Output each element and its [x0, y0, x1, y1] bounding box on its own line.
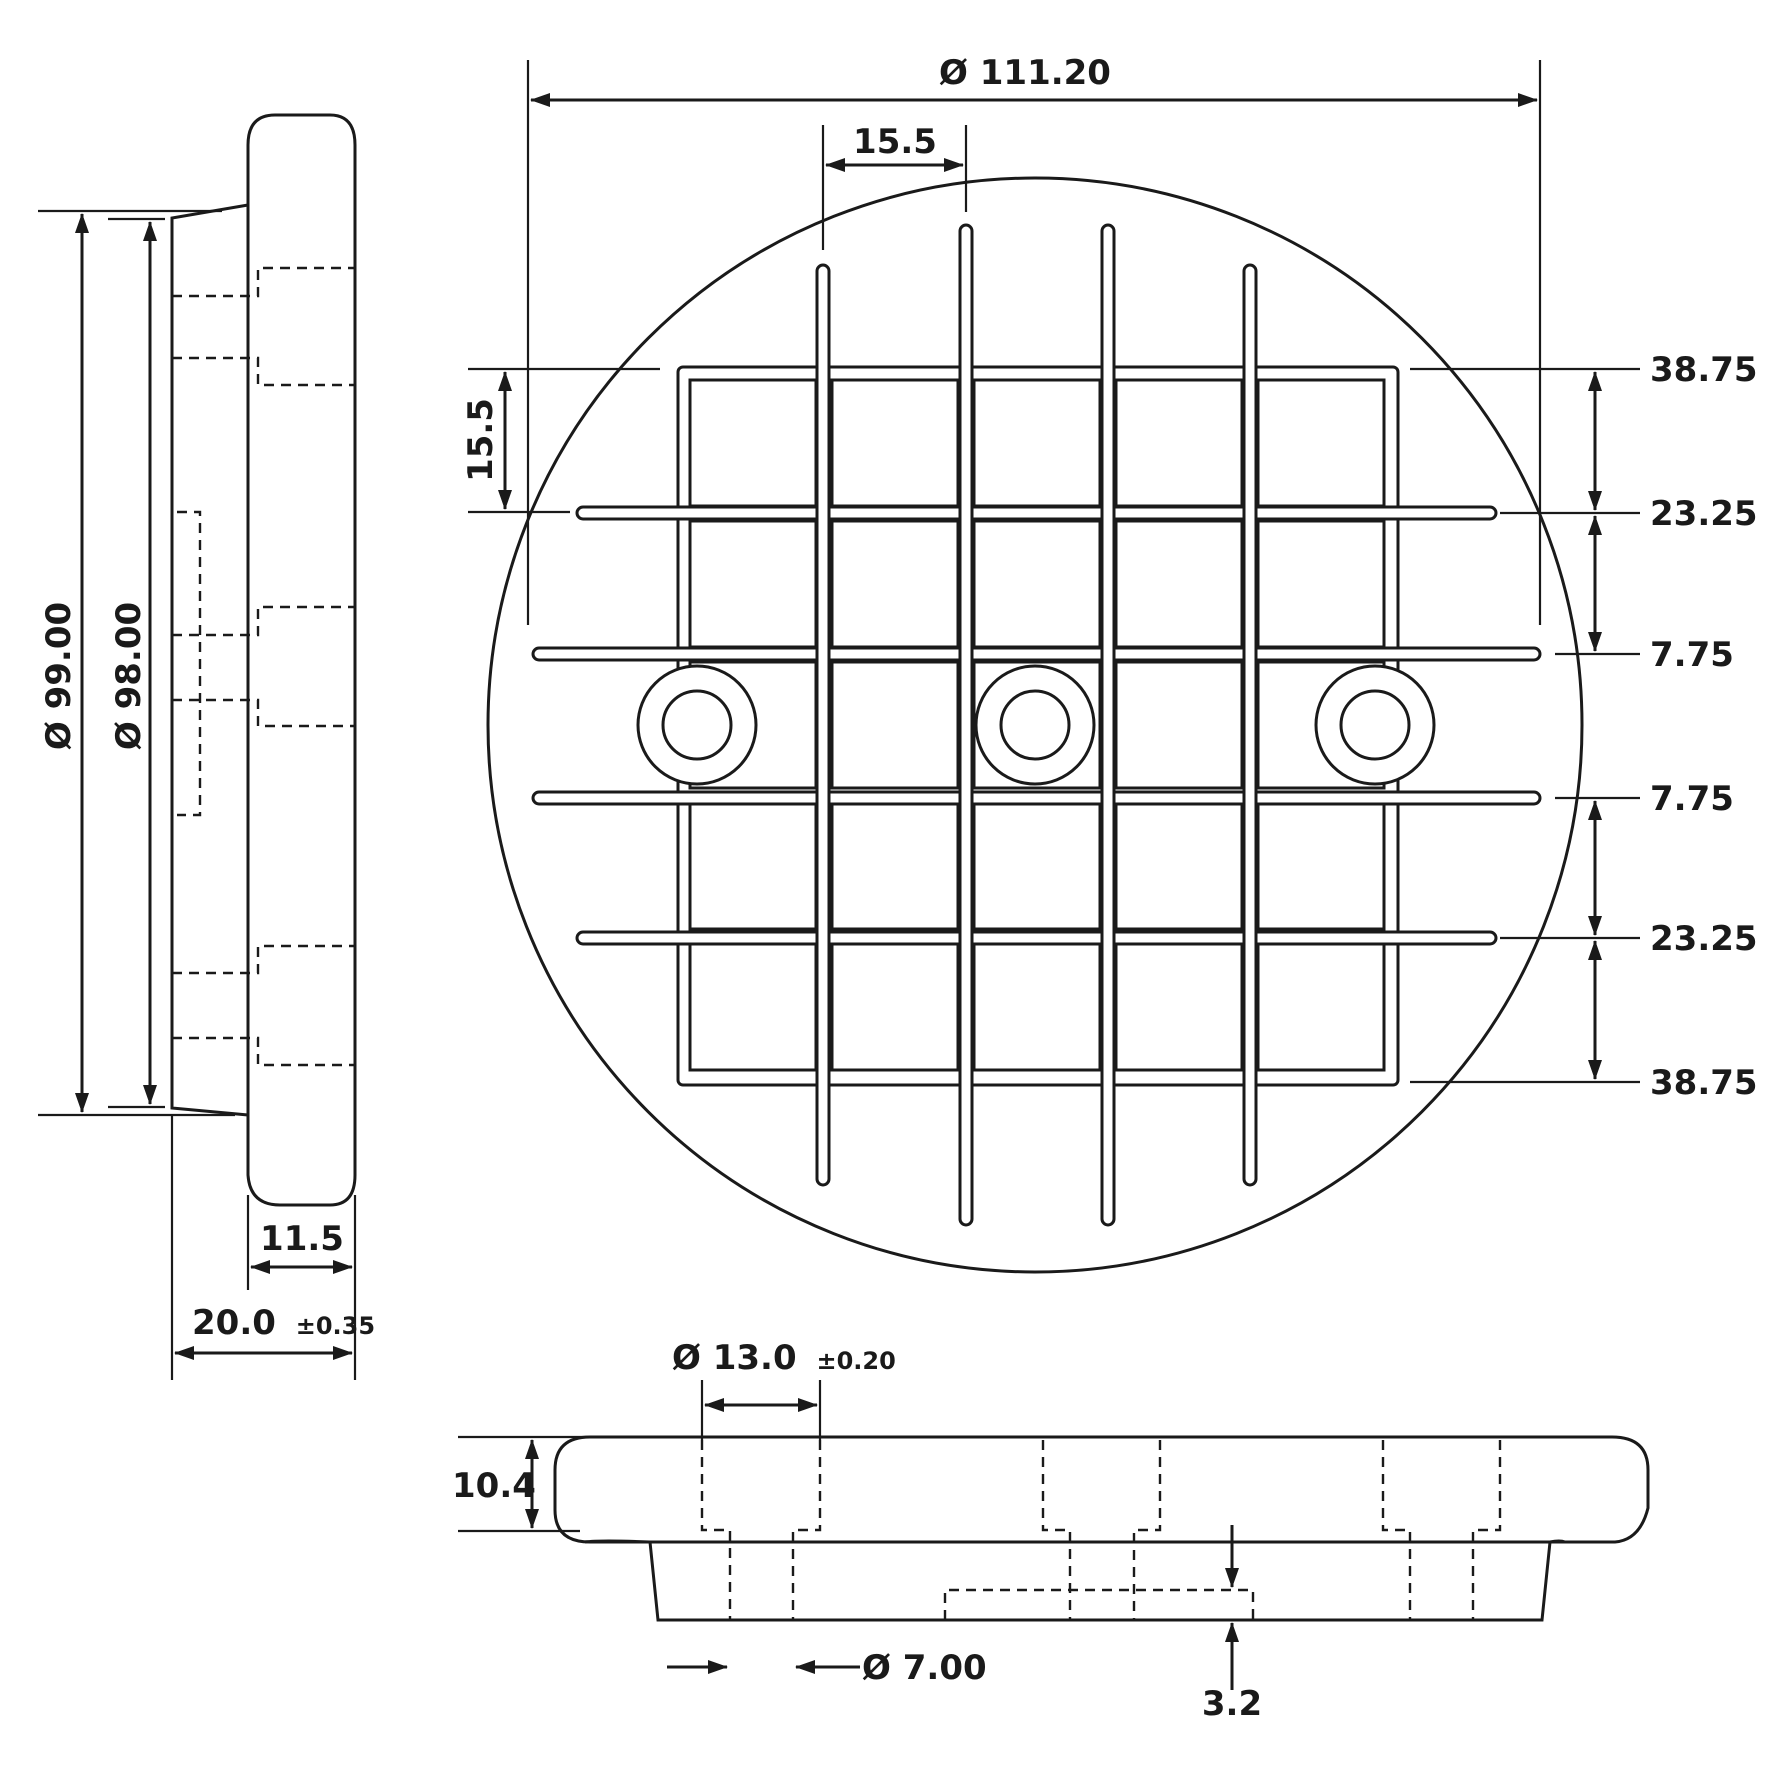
- horizontal-slot: [531, 790, 1542, 806]
- side-view: Ø 99.00 Ø 98.00 11.5 20.0 ±0.35: [38, 113, 375, 1380]
- total-height-tolerance: ±0.35: [296, 1312, 375, 1340]
- inner-diameter-label: Ø 98.00: [109, 602, 149, 750]
- section-neck: [648, 1541, 1552, 1622]
- grid-cell: [688, 942, 818, 1072]
- mounting-hole-right: [1314, 664, 1436, 786]
- offset-label-2: 23.25: [1650, 494, 1758, 534]
- grid-cell: [688, 519, 818, 649]
- section-view: Ø 13.0 ±0.20 10.4 Ø 7.00 3.2: [452, 1338, 1650, 1724]
- mounting-hole-left: [636, 664, 758, 786]
- grid-cell: [1114, 519, 1244, 649]
- vertical-slots: [815, 223, 1258, 1227]
- bore-diameter-value: Ø 13.0: [672, 1338, 797, 1378]
- total-height-value: 20.0: [192, 1303, 276, 1343]
- grid-cell: [830, 801, 960, 931]
- grid-cell: [972, 660, 1102, 790]
- grid-cell: [688, 801, 818, 931]
- offset-label-5: 23.25: [1650, 919, 1758, 959]
- grid-cell: [1256, 801, 1386, 931]
- grid-cell: [972, 942, 1102, 1072]
- grid-cell: [830, 660, 960, 790]
- vertical-slot: [1100, 223, 1116, 1227]
- grid-cell: [1114, 801, 1244, 931]
- offset-label-6: 38.75: [1650, 1063, 1758, 1103]
- horizontal-slots: [531, 505, 1542, 946]
- total-height-label: 20.0 ±0.35: [192, 1303, 375, 1343]
- offset-label-3: 7.75: [1650, 635, 1734, 675]
- grid-pitch-left-label: 15.5: [461, 398, 501, 482]
- grid-cell: [1114, 378, 1244, 508]
- side-neck: [170, 203, 249, 1117]
- grid-cell: [688, 378, 818, 508]
- grid-cell: [830, 942, 960, 1072]
- vertical-slot: [815, 263, 831, 1187]
- offset-label-4: 7.75: [1650, 779, 1734, 819]
- recess-depth-label: 3.2: [1202, 1684, 1262, 1724]
- grid-cell: [1256, 942, 1386, 1072]
- horizontal-slot: [575, 505, 1498, 521]
- grid-cell: [1256, 519, 1386, 649]
- pad-outline: [486, 176, 1584, 1274]
- horizontal-slot: [531, 646, 1542, 662]
- section-flange: [553, 1435, 1650, 1544]
- grid-cell: [972, 801, 1102, 931]
- flange-height-label: 10.4: [452, 1466, 536, 1506]
- vertical-slot: [1242, 263, 1258, 1187]
- diameter-label: Ø 111.20: [939, 53, 1111, 93]
- flange-thickness-label: 11.5: [260, 1219, 344, 1259]
- vertical-slot: [958, 223, 974, 1227]
- hole-diameter-label: Ø 7.00: [862, 1648, 987, 1688]
- outer-diameter-label: Ø 99.00: [39, 602, 79, 750]
- grid-cell: [1256, 378, 1386, 508]
- grid-cell: [972, 519, 1102, 649]
- side-flange: [246, 113, 357, 1207]
- horizontal-slot: [575, 930, 1498, 946]
- top-view: Ø 111.20 15.5 15.5 38.75 23.25 7.75 7.75…: [461, 53, 1758, 1274]
- grid-cell: [1114, 660, 1244, 790]
- grid-cell: [830, 378, 960, 508]
- mounting-hole-center: [974, 664, 1096, 786]
- offset-label-1: 38.75: [1650, 350, 1758, 390]
- grid-cell: [972, 378, 1102, 508]
- grid-cell: [830, 519, 960, 649]
- grid-pitch-top-label: 15.5: [853, 122, 937, 162]
- grid-cell: [1114, 942, 1244, 1072]
- bore-tolerance: ±0.20: [816, 1347, 895, 1375]
- bore-diameter-label: Ø 13.0 ±0.20: [672, 1338, 896, 1378]
